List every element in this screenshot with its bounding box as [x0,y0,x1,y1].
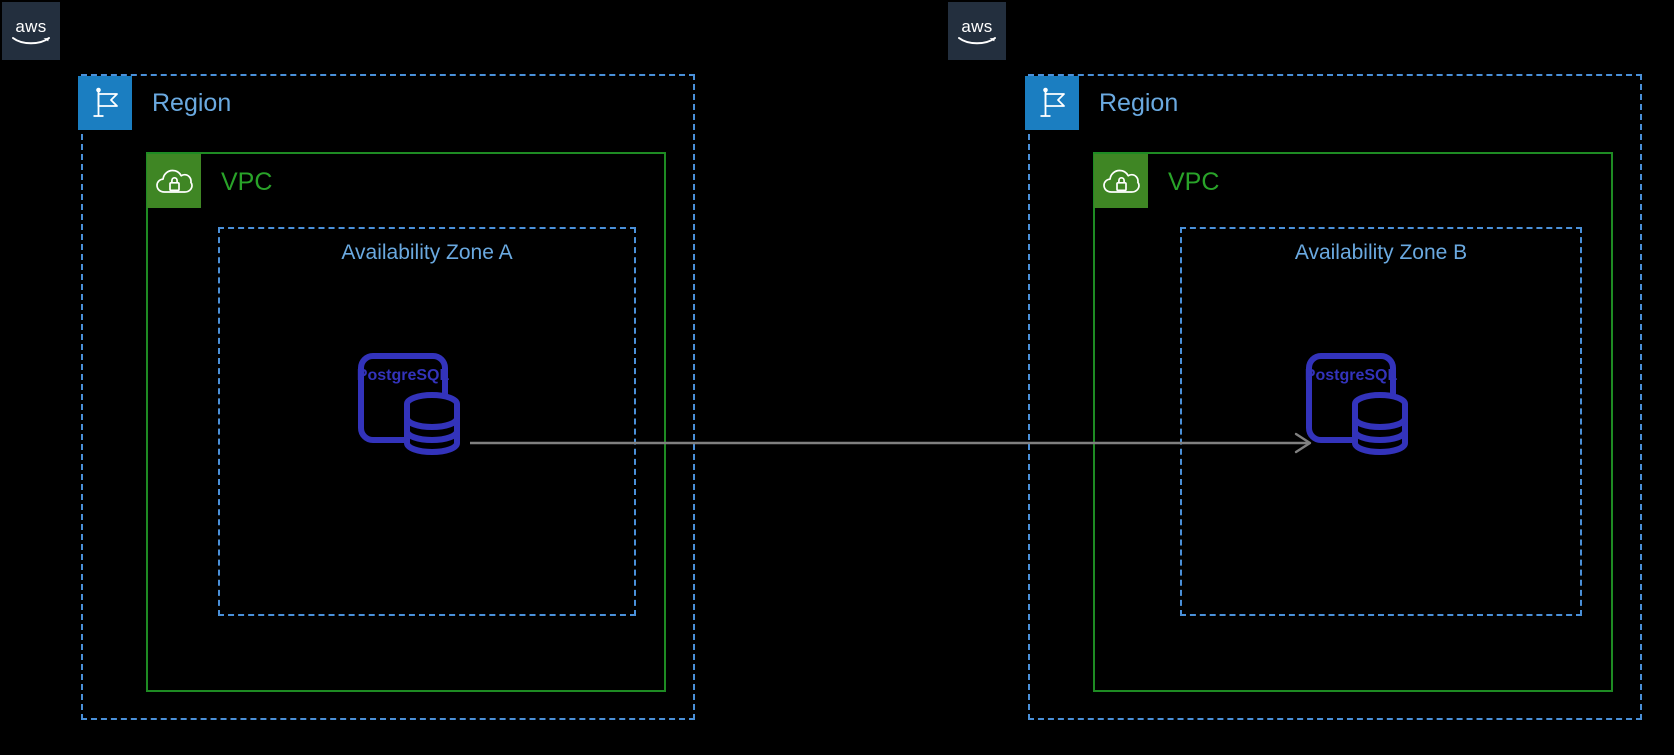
vpc-label-right: VPC [1168,168,1220,196]
postgresql-label-right: PostgreSQL [1305,367,1398,384]
vpc-cloud-lock-icon [1103,169,1140,193]
availability-zone-label-left: Availability Zone A [341,241,513,264]
postgresql-label-left: PostgreSQL [357,367,450,384]
region-label-right: Region [1099,89,1179,117]
region-flag-icon-left [78,76,132,130]
database-cylinder-icon [404,392,460,455]
region-label-left: Region [152,89,232,117]
region-flag-icon [1040,87,1065,117]
vpc-cloud-lock-icon [156,169,193,193]
vpc-cloud-lock-icon-right [1094,154,1148,208]
region-flag-icon-right [1025,76,1079,130]
vpc-container-right [1093,152,1613,692]
region-flag-icon [93,87,118,117]
availability-zone-label-right: Availability Zone B [1294,241,1468,264]
availability-zone-container-left [218,227,636,616]
postgresql-database-icon: PostgreSQL [357,353,460,455]
svg-text:aws: aws [15,17,46,36]
region-container-right [1028,74,1642,720]
availability-zone-container-right [1180,227,1582,616]
aws-logo-badge-right: aws [948,2,1006,60]
svg-text:aws: aws [961,17,992,36]
database-cylinder-icon [1352,392,1408,455]
vpc-container-left [146,152,666,692]
aws-logo-icon: aws [958,17,996,45]
postgresql-node-left[interactable]: PostgreSQL [355,350,467,462]
vpc-label-left: VPC [221,168,273,196]
aws-logo-badge-left: aws [2,2,60,60]
postgresql-database-icon: PostgreSQL [1305,353,1408,455]
vpc-cloud-lock-icon-left [147,154,201,208]
postgresql-node-right[interactable]: PostgreSQL [1303,350,1415,462]
aws-logo-icon: aws [12,17,50,45]
region-container-left [81,74,695,720]
